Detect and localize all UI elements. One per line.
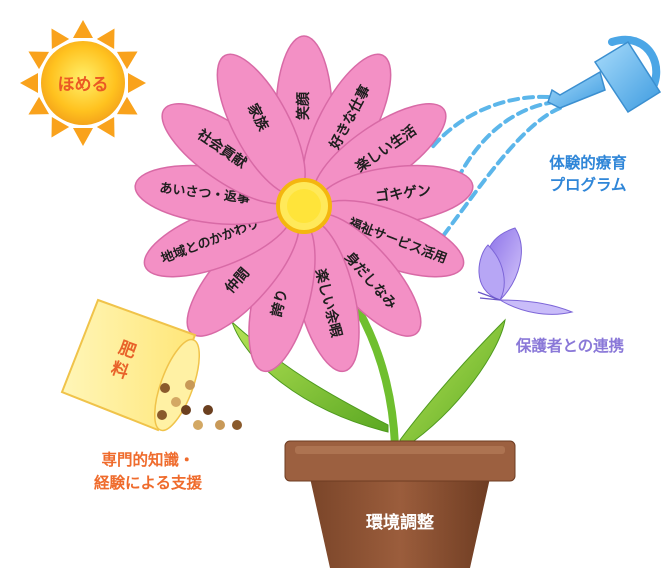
watering-can-icon bbox=[547, 35, 662, 114]
watering-can-label-line1: 体験的療育 bbox=[549, 153, 627, 172]
sun-rays bbox=[20, 20, 146, 146]
fertilizer-bag-label-char2: 料 bbox=[108, 358, 131, 384]
sun-ray bbox=[96, 116, 115, 138]
sun-ray bbox=[116, 51, 138, 70]
sun-ray bbox=[20, 73, 38, 93]
sun-label: ほめる bbox=[58, 75, 109, 95]
flower-center bbox=[276, 178, 332, 234]
pot-label: 環境調整 bbox=[366, 512, 434, 533]
water-stream-2 bbox=[456, 100, 557, 180]
sun-ray bbox=[73, 128, 93, 146]
sun-ray bbox=[51, 28, 70, 50]
sun-ray bbox=[116, 96, 138, 115]
flower-pot: 環境調整 bbox=[284, 440, 516, 568]
fertilizer-bag-icon bbox=[60, 298, 201, 432]
sun-disc bbox=[41, 41, 125, 125]
sun-ray bbox=[28, 51, 50, 70]
petal-label: ゴキゲン bbox=[374, 182, 432, 206]
water-stream-3 bbox=[438, 106, 562, 242]
flower-petals: 笑顔好きな仕事楽しい生活ゴキゲン福祉サービス活用身だしなみ楽しい余暇誇り仲間地域… bbox=[134, 35, 474, 373]
fertilizer-bag-label-char1: 肥 bbox=[116, 338, 139, 363]
sun-ray bbox=[73, 20, 93, 38]
fertilizer-label-line1: 専門的知識・ bbox=[101, 450, 194, 469]
butterfly-icon bbox=[477, 227, 574, 315]
butterfly-label: 保護者との連携 bbox=[515, 336, 624, 355]
petal-label: 笑顔 bbox=[295, 91, 312, 120]
sun-ray bbox=[128, 73, 146, 93]
fertilizer-pellets bbox=[157, 380, 242, 430]
sun-ray bbox=[96, 28, 115, 50]
watering-can-label-line2: プログラム bbox=[549, 175, 626, 194]
petal-label: 誇り bbox=[268, 287, 291, 318]
water-streams bbox=[428, 94, 562, 242]
sun-ray bbox=[51, 116, 70, 138]
water-stream-1 bbox=[428, 94, 550, 152]
sun: ほめる bbox=[20, 20, 146, 146]
fertilizer-label-line2: 経験による支援 bbox=[94, 473, 203, 492]
sun-ray bbox=[28, 96, 50, 115]
